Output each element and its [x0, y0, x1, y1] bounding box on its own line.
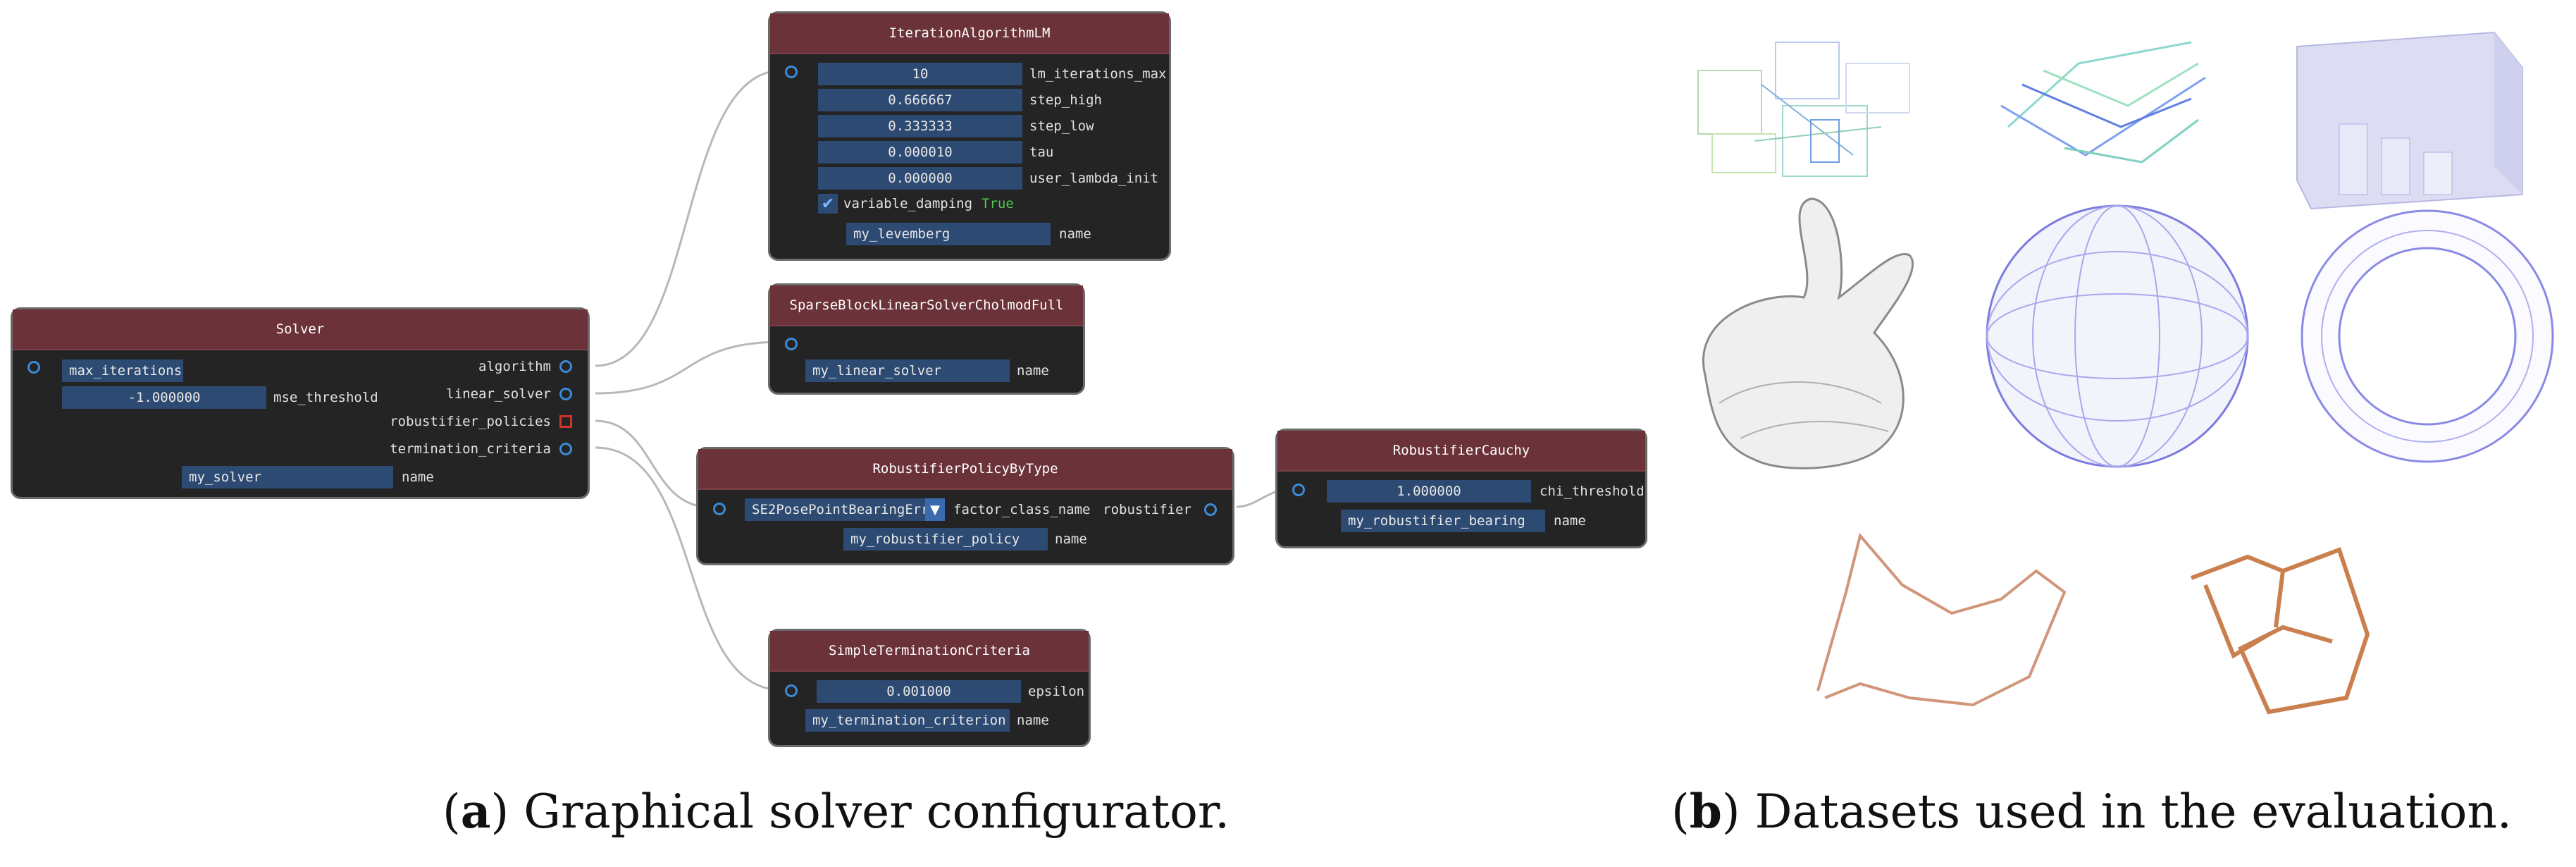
dataset-map-1 — [1670, 28, 1938, 183]
iteration-algorithm-name-field[interactable]: my_levemberg — [846, 223, 1051, 245]
robustifier-cauchy-title: RobustifierCauchy — [1277, 431, 1645, 472]
algorithm-output-label: algorithm — [478, 359, 551, 374]
dataset-torus — [2297, 206, 2558, 467]
termination-criteria-output-pin[interactable] — [559, 443, 572, 455]
termination-name-field[interactable]: my_termination_criterion — [805, 709, 1010, 732]
linear-solver-name-field[interactable]: my_linear_solver — [805, 359, 1010, 382]
solver-name-label: name — [402, 469, 434, 485]
robustifier-policy-name-label: name — [1055, 531, 1087, 547]
wire-robustifier-policies — [595, 419, 712, 509]
solver-node-title: Solver — [13, 309, 588, 350]
termination-name-label: name — [1017, 713, 1049, 728]
iteration-algorithm-name-label: name — [1059, 226, 1091, 242]
caption-b: (b) Datasets used in the evaluation. — [1671, 784, 2512, 839]
iteration-algorithm-title: IterationAlgorithmLM — [770, 13, 1169, 54]
variable-damping-checkbox[interactable]: ✔ — [818, 194, 838, 214]
robustifier-cauchy-name-label: name — [1554, 513, 1586, 529]
termination-criteria-title: SimpleTerminationCriteria — [770, 631, 1089, 672]
max-iterations-field[interactable]: max_iterations — [62, 359, 183, 382]
robustifier-cauchy-name-field[interactable]: my_robustifier_bearing — [1341, 510, 1545, 532]
termination-criteria-node[interactable]: SimpleTerminationCriteria 0.001000 epsil… — [768, 629, 1091, 747]
iteration-algorithm-input-pin[interactable] — [785, 66, 798, 78]
caption-a-letter: a — [460, 784, 491, 839]
variable-damping-state: True — [982, 196, 1014, 211]
dataset-map-2 — [1980, 21, 2219, 183]
termination-criteria-input-pin[interactable] — [785, 684, 798, 697]
epsilon-label: epsilon — [1028, 684, 1085, 699]
linear-solver-output-label: linear_solver — [446, 386, 551, 402]
solver-node[interactable]: Solver max_iterations -1.000000 mse_thre… — [11, 307, 590, 499]
wire-linear-solver — [595, 340, 783, 395]
linear-solver-input-pin[interactable] — [785, 338, 798, 350]
caption-a: (a) Graphical solver configurator. — [442, 784, 1230, 839]
linear-solver-name-label: name — [1017, 363, 1049, 379]
linear-solver-title: SparseBlockLinearSolverCholmodFull — [770, 285, 1083, 326]
solver-input-pin[interactable] — [27, 361, 40, 374]
wire-termination — [595, 446, 783, 691]
termination-criteria-output-label: termination_criteria — [390, 441, 551, 457]
robustifier-cauchy-input-pin[interactable] — [1292, 484, 1305, 496]
factor-class-name-select[interactable]: SE2PosePointBearingErro — [745, 498, 945, 521]
solver-name-field[interactable]: my_solver — [182, 466, 393, 488]
dataset-trajectory-1 — [1804, 508, 2072, 719]
caption-b-letter: b — [1689, 784, 1722, 839]
caption-b-text: Datasets used in the evaluation. — [1740, 785, 2512, 839]
dataset-building — [2283, 25, 2537, 210]
robustifier-policy-input-pin[interactable] — [713, 503, 726, 515]
linear-solver-output-pin[interactable] — [559, 388, 572, 400]
tau-label: tau — [1029, 144, 1054, 160]
robustifier-cauchy-node[interactable]: RobustifierCauchy 1.000000 chi_threshold… — [1275, 429, 1647, 548]
step-high-field[interactable]: 0.666667 — [818, 89, 1022, 111]
step-low-label: step_low — [1029, 118, 1094, 134]
lm-iterations-max-field[interactable]: 10 — [818, 63, 1022, 85]
robustifier-policy-node[interactable]: RobustifierPolicyByType SE2PosePointBear… — [696, 447, 1234, 565]
user-lambda-init-label: user_lambda_init — [1029, 171, 1159, 186]
step-low-field[interactable]: 0.333333 — [818, 115, 1022, 137]
caption-a-text: Graphical solver configurator. — [509, 785, 1230, 839]
robustifier-policies-output-label: robustifier_policies — [390, 414, 551, 429]
wire-algorithm — [595, 69, 783, 367]
algorithm-output-pin[interactable] — [559, 360, 572, 373]
dataset-sphere — [1980, 199, 2255, 474]
robustifier-policy-name-field[interactable]: my_robustifier_policy — [843, 528, 1048, 551]
user-lambda-init-field[interactable]: 0.000000 — [818, 167, 1022, 190]
lm-iterations-max-label: lm_iterations_max — [1029, 66, 1167, 82]
dataset-bunny — [1677, 192, 1931, 488]
factor-class-name-value: SE2PosePointBearingErro — [752, 502, 938, 517]
chevron-down-icon[interactable]: ▼ — [925, 498, 945, 521]
mse-threshold-field[interactable]: -1.000000 — [62, 386, 266, 409]
robustifier-policy-title: RobustifierPolicyByType — [698, 449, 1232, 490]
variable-damping-label: variable_damping — [843, 196, 973, 211]
tau-field[interactable]: 0.000010 — [818, 141, 1022, 164]
factor-class-name-label: factor_class_name — [953, 502, 1091, 517]
robustifier-output-label: robustifier — [1103, 502, 1191, 517]
chi-threshold-field[interactable]: 1.000000 — [1327, 480, 1531, 503]
mse-threshold-label: mse_threshold — [273, 390, 378, 405]
robustifier-policies-output-pin[interactable] — [559, 415, 572, 428]
epsilon-field[interactable]: 0.001000 — [817, 680, 1021, 703]
iteration-algorithm-node[interactable]: IterationAlgorithmLM 10 lm_iterations_ma… — [768, 11, 1171, 261]
checkmark-icon: ✔ — [821, 195, 835, 213]
dataset-trajectory-2 — [2163, 522, 2389, 726]
chi-threshold-label: chi_threshold — [1540, 484, 1645, 499]
robustifier-output-pin[interactable] — [1204, 503, 1217, 516]
linear-solver-node[interactable]: SparseBlockLinearSolverCholmodFull my_li… — [768, 283, 1085, 395]
step-high-label: step_high — [1029, 92, 1102, 108]
